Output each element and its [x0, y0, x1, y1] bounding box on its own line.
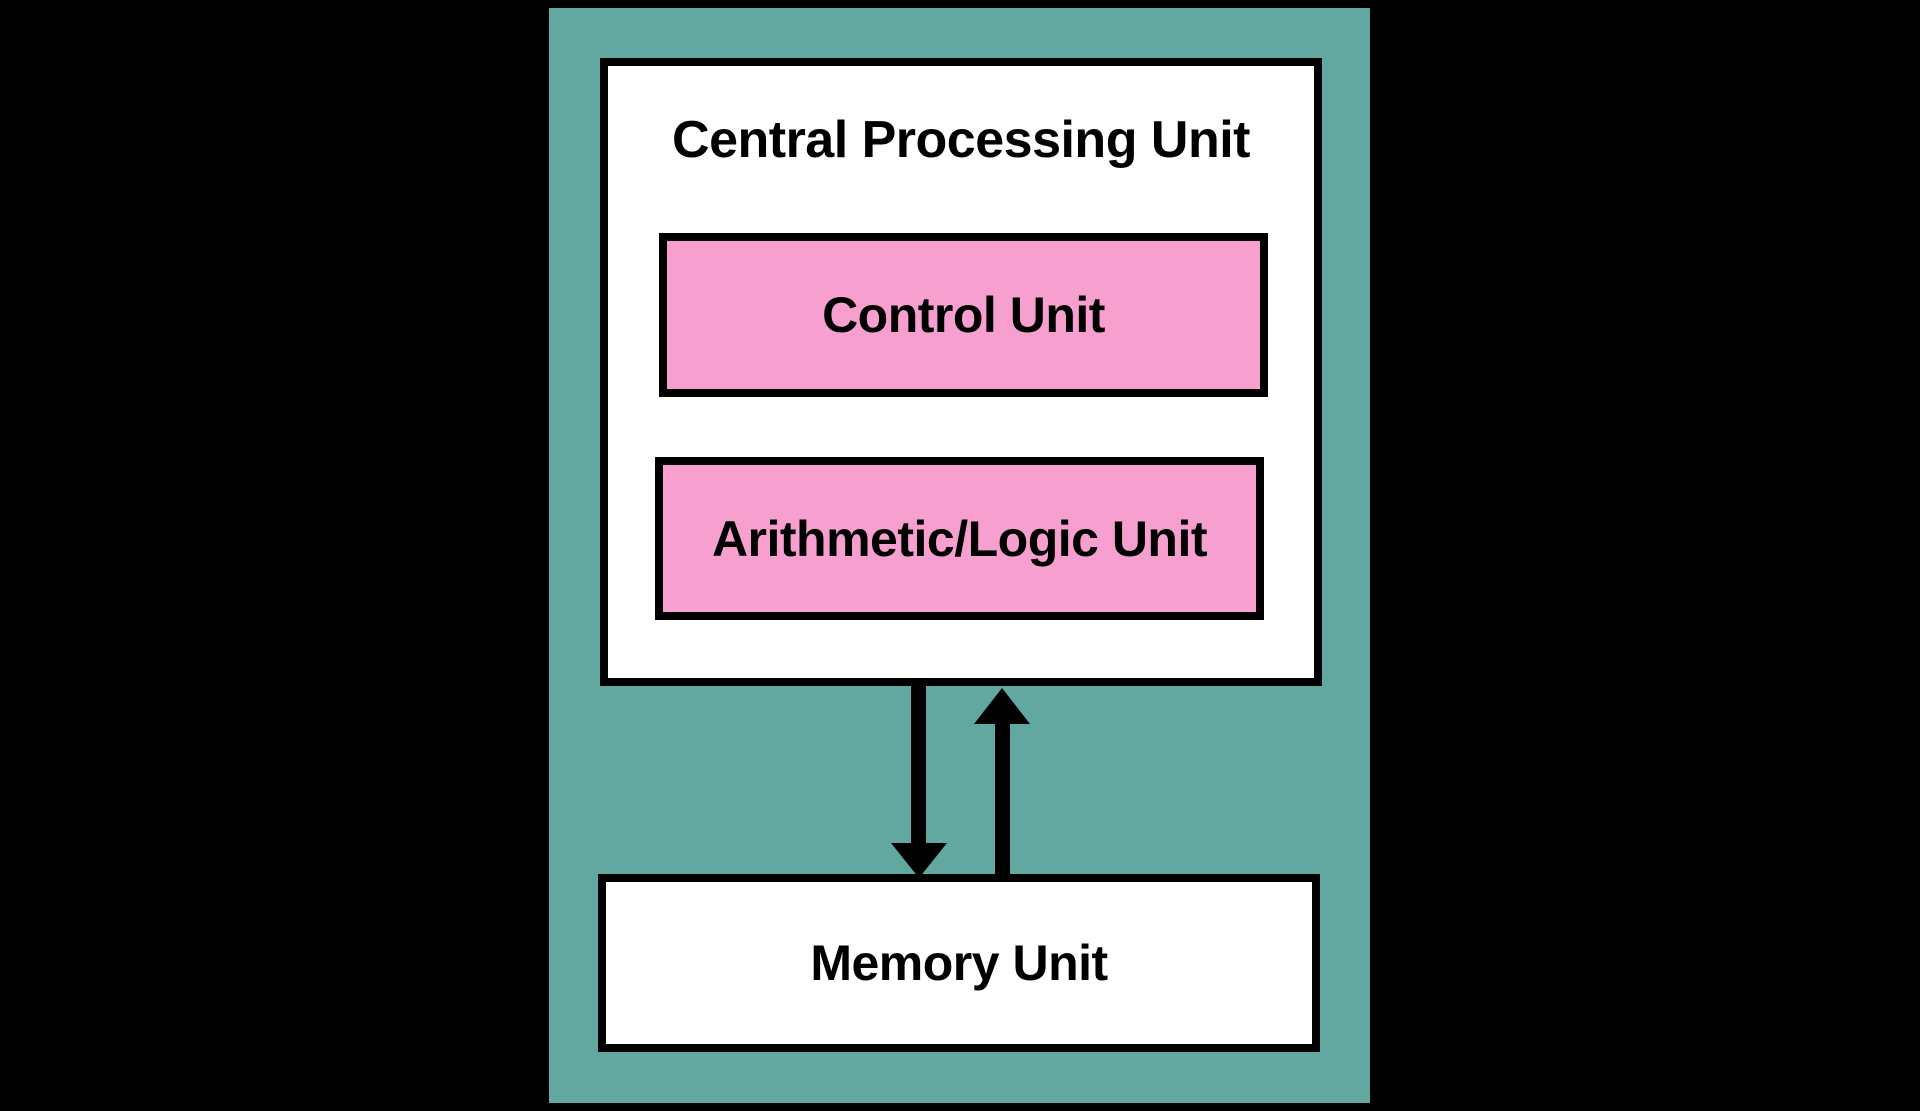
cpu-title: Central Processing Unit — [672, 111, 1250, 169]
alu-label: Arithmetic/Logic Unit — [711, 510, 1208, 567]
alu-box[interactable]: Arithmetic/Logic Unit — [655, 457, 1264, 620]
cpu-box[interactable]: Central Processing Unit Control Unit Ari… — [600, 58, 1322, 686]
memory-unit-label: Memory Unit — [810, 935, 1108, 991]
control-unit-label: Control Unit — [822, 287, 1105, 343]
control-unit-box[interactable]: Control Unit — [659, 233, 1268, 397]
computer-panel: Central Processing Unit Control Unit Ari… — [549, 8, 1370, 1103]
memory-unit-box[interactable]: Memory Unit — [598, 874, 1320, 1052]
